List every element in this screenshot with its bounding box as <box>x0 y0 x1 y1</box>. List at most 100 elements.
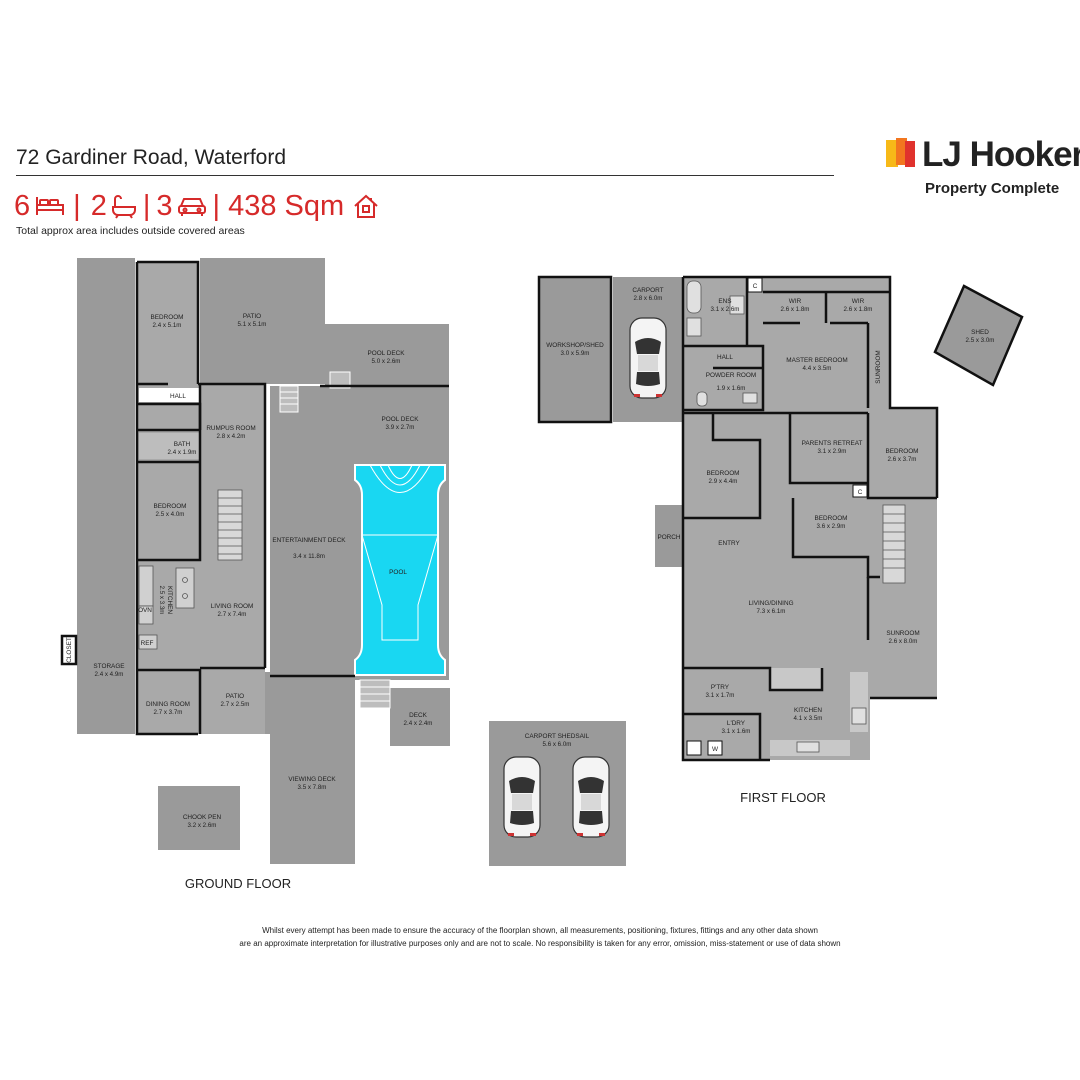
room-label: BEDROOM <box>885 448 918 455</box>
area-note: Total approx area includes outside cover… <box>16 225 245 237</box>
bathroom-fixtures <box>686 280 867 753</box>
room-dimensions: 2.6 x 8.0m <box>889 638 918 645</box>
room-label: BEDROOM <box>153 503 186 510</box>
stats-separator: | <box>142 189 151 222</box>
room-label: BEDROOM <box>706 470 739 477</box>
washer-marker: W <box>712 746 719 753</box>
first-floor-stairs <box>882 504 906 584</box>
room-label: VIEWING DECK <box>288 776 336 783</box>
room-dimensions: 5.6 x 6.0m <box>543 741 572 748</box>
room-label: ENTRY <box>718 540 740 547</box>
room-dimensions: 2.4 x 4.9m <box>95 671 124 678</box>
pool-steps <box>361 464 439 641</box>
room-dimensions: 2.6 x 1.8m <box>844 306 873 313</box>
property-address: 72 Gardiner Road, Waterford <box>16 146 287 169</box>
ground-floor-title: GROUND FLOOR <box>185 876 291 891</box>
shed-area <box>933 284 1024 387</box>
room-dimensions: 5.1 x 5.1m <box>238 321 267 328</box>
stairs <box>279 371 391 709</box>
room-label: ENS <box>718 298 731 305</box>
room-label: CLOSET <box>66 637 73 663</box>
room-dimensions: 3.1 x 2.9m <box>818 448 847 455</box>
deck-area <box>390 688 450 746</box>
room-dimensions: 3.0 x 5.9m <box>561 350 590 357</box>
house-icon <box>352 192 380 220</box>
room-label: ENTERTAINMENT DECK <box>272 537 346 544</box>
first-floor-walls <box>681 275 939 762</box>
room-label: L'DRY <box>727 720 746 727</box>
stats-separator: | <box>73 189 81 222</box>
storage-area <box>77 614 135 734</box>
bed-icon <box>35 193 65 219</box>
room-dimensions: 2.5 x 3.0m <box>966 337 995 344</box>
room-dimensions: 2.7 x 3.7m <box>154 709 183 716</box>
room-dimensions: 2.9 x 4.4m <box>709 478 738 485</box>
car-icon <box>629 317 667 399</box>
room-dimensions: 4.1 x 3.5m <box>794 715 823 722</box>
disclaimer-line: are an approximate interpretation for il… <box>239 939 841 948</box>
ground-floor-labels: BEDROOM 2.4 x 5.1m PATIO 5.1 x 5.1m POOL… <box>66 313 432 891</box>
room-label: PORCH <box>657 534 680 541</box>
kitchen-fixtures <box>138 565 195 650</box>
room-dimensions: 2.4 x 1.9m <box>168 449 197 456</box>
closet-marker: C <box>753 283 758 290</box>
room-label: REF <box>141 640 154 647</box>
car-icon <box>503 756 541 838</box>
property-stats: 6 | 2 | 3 | 438 Sqm <box>14 188 380 224</box>
internal-stairs <box>217 489 243 561</box>
room-dimensions: 2.8 x 4.2m <box>217 433 246 440</box>
room-dimensions: 3.5 x 7.8m <box>298 784 327 791</box>
room-dimensions: 2.5 x 4.0m <box>156 511 185 518</box>
room-label: DINING ROOM <box>146 701 190 708</box>
room-dimensions: 1.9 x 1.6m <box>717 385 746 392</box>
closet-marker: C <box>858 489 863 496</box>
room-dimensions: 7.3 x 6.1m <box>757 608 786 615</box>
pool-deck-area <box>349 386 449 458</box>
room-label: MASTER BEDROOM <box>786 357 847 364</box>
room-dimensions: 2.8 x 6.0m <box>634 295 663 302</box>
room-label: KITCHEN <box>166 586 173 614</box>
room-dimensions: 3.1 x 2.6m <box>711 306 740 313</box>
first-floor-markers: C C W <box>686 277 868 756</box>
room-label: STORAGE <box>93 663 124 670</box>
room-dimensions: 3.9 x 2.7m <box>386 424 415 431</box>
header-divider <box>16 175 834 176</box>
first-floor-plan: C C W WORKSHOP/SHED 3.0 x 5.9m CARPORT 2… <box>489 275 1024 866</box>
room-label: PATIO <box>243 313 261 320</box>
room-label: BATH <box>174 441 191 448</box>
first-floor-title: FIRST FLOOR <box>740 790 826 805</box>
viewing-deck-area <box>270 676 355 864</box>
car-icon <box>572 756 610 838</box>
room-dimensions: 2.7 x 2.5m <box>221 701 250 708</box>
room-dimensions: 4.4 x 3.5m <box>803 365 832 372</box>
room-label: RUMPUS ROOM <box>206 425 255 432</box>
room-dimensions: 3.4 x 11.8m <box>293 553 325 560</box>
room-dimensions: 2.6 x 1.8m <box>781 306 810 313</box>
patio-area <box>200 258 325 384</box>
room-label: PARENTS RETREAT <box>802 440 863 447</box>
bedroom-count: 6 <box>14 189 31 222</box>
disclaimer: Whilst every attempt has been made to en… <box>0 924 1080 950</box>
room-label: HALL <box>170 393 186 400</box>
land-area: 438 Sqm <box>228 189 345 222</box>
entertainment-deck-area <box>270 386 349 676</box>
room-label: CARPORT SHEDSAIL <box>525 733 590 740</box>
stats-separator: | <box>212 189 221 222</box>
room-dimensions: 2.4 x 5.1m <box>153 322 182 329</box>
room-label: KITCHEN <box>794 707 822 714</box>
room-label: POOL <box>389 569 407 576</box>
porch-area <box>655 505 683 567</box>
disclaimer-line: Whilst every attempt has been made to en… <box>262 926 818 935</box>
room-label: P'TRY <box>711 684 730 691</box>
room-label: POWDER ROOM <box>706 372 756 379</box>
room-dimensions: 5.0 x 2.6m <box>372 358 401 365</box>
room-label: POOL DECK <box>381 416 419 423</box>
bath-icon <box>111 193 137 219</box>
room-dimensions: 2.5 x 3.3m <box>158 586 165 615</box>
room-label: CHOOK PEN <box>183 814 222 821</box>
pool-shape <box>354 464 446 676</box>
room-dimensions: 3.6 x 2.9m <box>817 523 846 530</box>
room-dimensions: 2.4 x 2.4m <box>404 720 433 727</box>
room-label: WORKSHOP/SHED <box>546 342 604 349</box>
ground-floor-plan: BEDROOM 2.4 x 5.1m PATIO 5.1 x 5.1m POOL… <box>60 258 450 891</box>
